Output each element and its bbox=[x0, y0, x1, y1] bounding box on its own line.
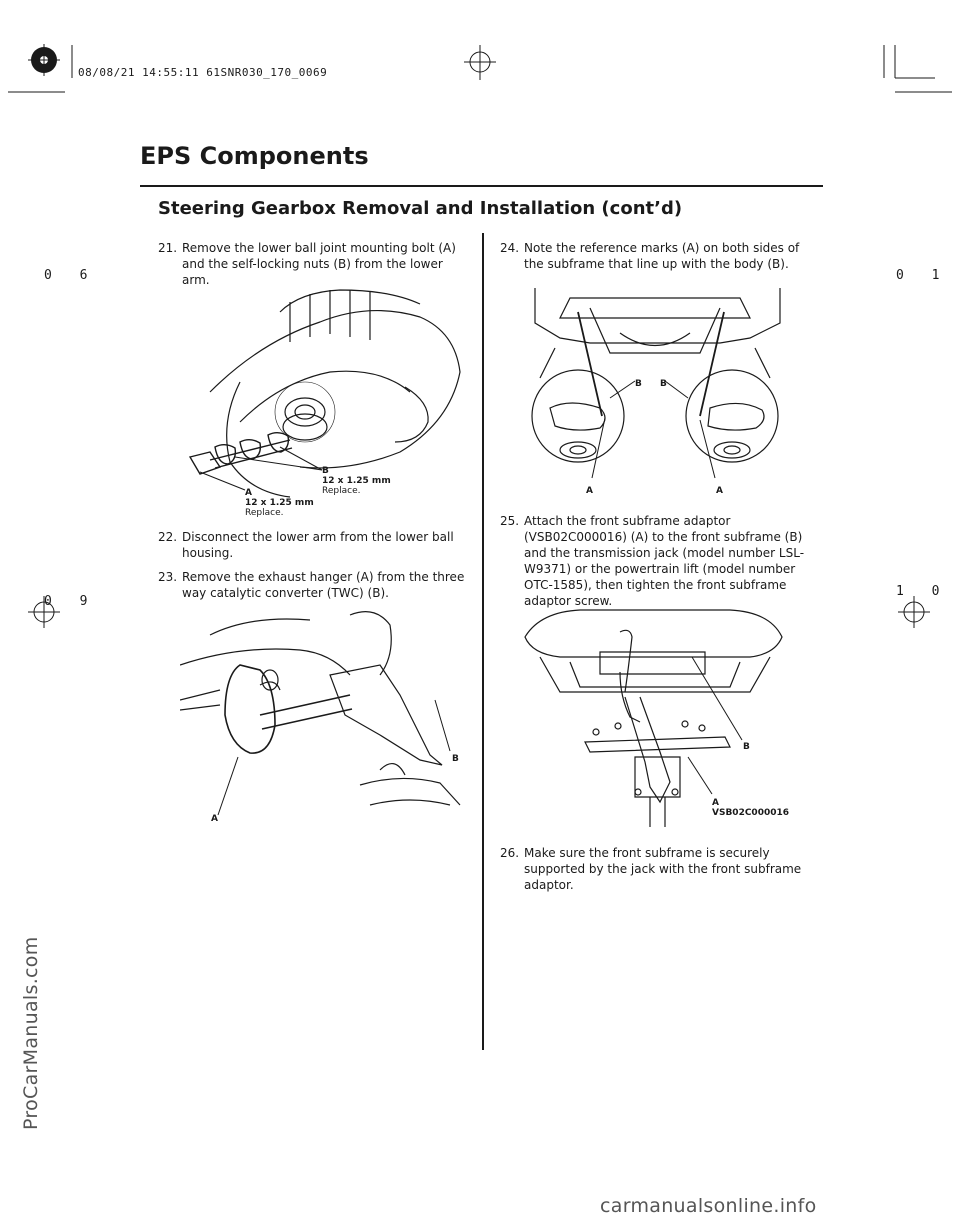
section-title: EPS Components bbox=[140, 142, 369, 170]
fig1-callout-a: A 12 x 1.25 mm Replace. bbox=[245, 488, 314, 518]
step-text: Note the reference marks (A) on both sid… bbox=[524, 241, 800, 271]
step-number: 24. bbox=[500, 241, 520, 255]
fig1-callout-b: B 12 x 1.25 mm Replace. bbox=[322, 466, 391, 496]
fig4-callout-a: A VSB02C000016 bbox=[712, 798, 789, 818]
page-ref-left-bottom: 0 9 bbox=[44, 594, 98, 609]
page-ref-right-top: 0 1 bbox=[896, 268, 950, 283]
callout-note: Replace. bbox=[322, 486, 361, 496]
fig3-callout-b2: B bbox=[660, 379, 667, 389]
page-ref-left-top: 0 6 bbox=[44, 268, 98, 283]
callout-note: Replace. bbox=[245, 508, 284, 518]
step-text: Remove the exhaust hanger (A) from the t… bbox=[182, 570, 465, 600]
callout-tool-number: VSB02C000016 bbox=[712, 808, 790, 818]
step-number: 22. bbox=[158, 530, 178, 544]
exhaust-hanger-illustration bbox=[180, 611, 461, 816]
callout-letter: A bbox=[245, 488, 252, 498]
subframe-reference-marks-illustration bbox=[531, 288, 781, 479]
callout-spec: 12 x 1.25 mm bbox=[245, 498, 314, 508]
step-25: 25. Attach the front subframe adaptor (V… bbox=[500, 513, 810, 609]
column-divider bbox=[482, 233, 484, 1050]
page-ref-right-bottom: 1 0 bbox=[896, 584, 950, 599]
print-stamp: 08/08/21 14:55:11 61SNR030_170_0069 bbox=[78, 66, 328, 79]
step-number: 26. bbox=[500, 846, 520, 860]
fig4-callout-b: B bbox=[743, 742, 750, 752]
ball-joint-illustration bbox=[188, 289, 461, 498]
step-text: Disconnect the lower arm from the lower … bbox=[182, 530, 454, 560]
step-23: 23. Remove the exhaust hanger (A) from t… bbox=[158, 569, 468, 601]
step-text: Attach the front subframe adaptor (VSB02… bbox=[524, 514, 805, 608]
step-21: 21. Remove the lower ball joint mounting… bbox=[158, 240, 468, 288]
step-22: 22. Disconnect the lower arm from the lo… bbox=[158, 529, 468, 561]
fig3-callout-b1: B bbox=[635, 379, 642, 389]
step-text: Make sure the front subframe is securely… bbox=[524, 846, 802, 892]
watermark-side: ProCarManuals.com bbox=[20, 936, 42, 1130]
step-number: 23. bbox=[158, 570, 178, 584]
step-number: 25. bbox=[500, 514, 520, 528]
fig2-callout-a: A bbox=[211, 814, 218, 824]
title-rule bbox=[140, 185, 823, 187]
fig3-callout-a1: A bbox=[586, 486, 593, 496]
page-subtitle: Steering Gearbox Removal and Installatio… bbox=[158, 198, 683, 219]
step-26: 26. Make sure the front subframe is secu… bbox=[500, 845, 810, 893]
callout-letter: A bbox=[712, 798, 719, 808]
watermark-bottom: carmanualsonline.info bbox=[600, 1195, 817, 1217]
fig3-callout-a2: A bbox=[716, 486, 723, 496]
subframe-adaptor-illustration bbox=[524, 609, 783, 827]
callout-letter: B bbox=[322, 466, 329, 476]
callout-spec: 12 x 1.25 mm bbox=[322, 476, 391, 486]
step-number: 21. bbox=[158, 241, 178, 255]
step-text: Remove the lower ball joint mounting bol… bbox=[182, 241, 456, 287]
step-24: 24. Note the reference marks (A) on both… bbox=[500, 240, 810, 272]
fig2-callout-b: B bbox=[452, 754, 459, 764]
